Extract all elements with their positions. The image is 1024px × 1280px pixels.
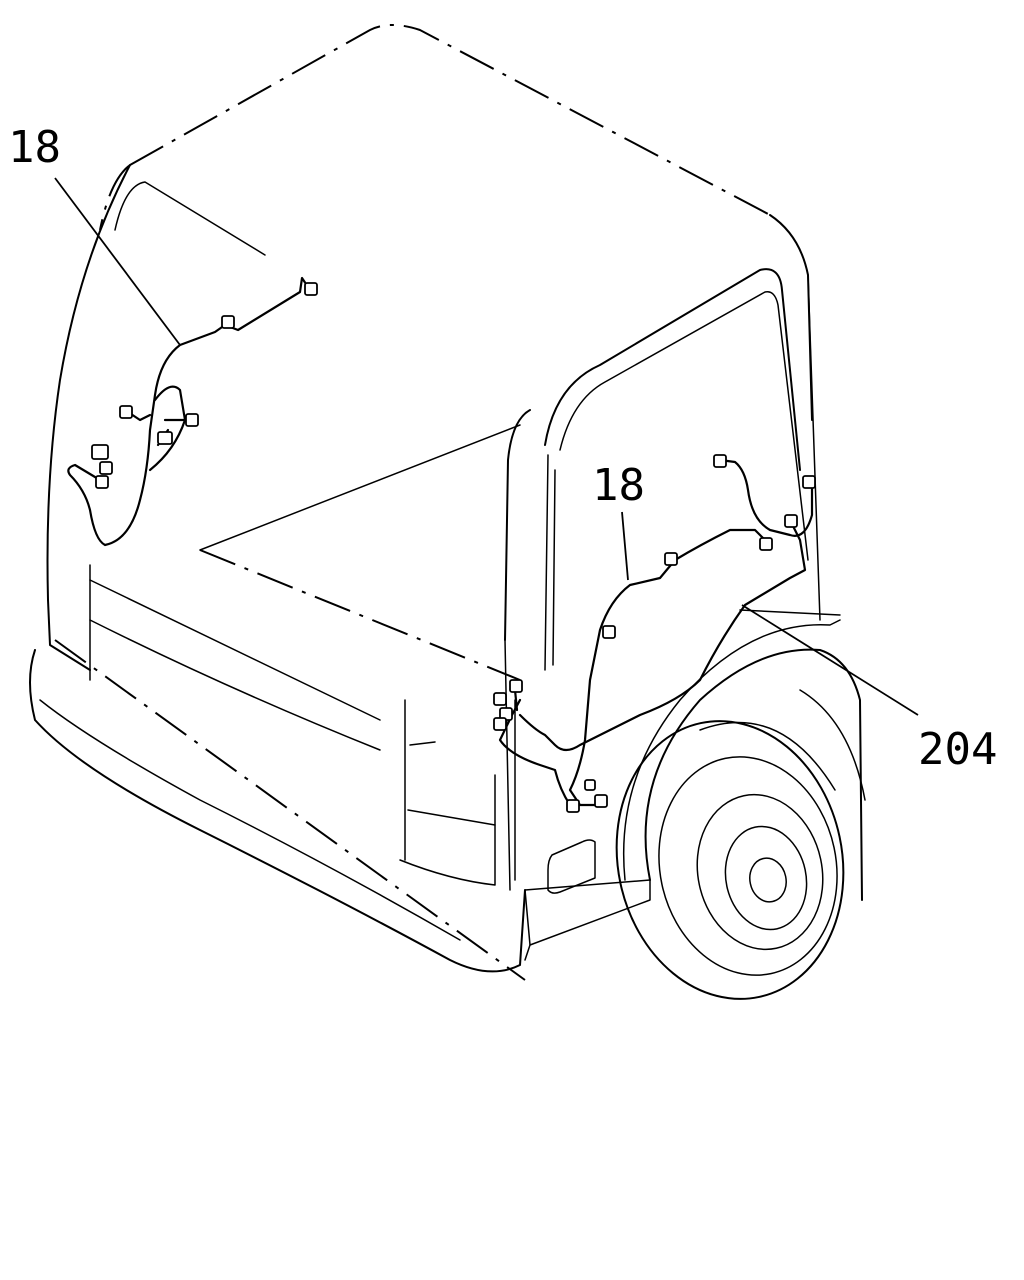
rear-wheel (615, 720, 845, 1000)
callout-label-204: 204 (918, 724, 997, 775)
connector-icon (91, 444, 109, 460)
left-wire-harness (67, 276, 318, 547)
connector-icon (185, 413, 199, 427)
connector-icon (594, 794, 608, 808)
leader-line-right-18 (621, 511, 629, 581)
connector-icon (664, 552, 678, 566)
connector-icon (509, 679, 523, 693)
connector-icon (759, 537, 773, 551)
connector-icon (119, 405, 133, 419)
right-wire-harness (493, 454, 816, 813)
connector-icon (493, 692, 507, 706)
connector-icon (602, 625, 616, 639)
connector-icon (157, 431, 173, 445)
cab-body (29, 24, 866, 981)
connector-icon (95, 475, 109, 489)
leader-line-204 (741, 604, 919, 716)
callout-label-right-18: 18 (592, 460, 645, 511)
connector-icon (784, 514, 798, 528)
connector-icon (584, 779, 596, 791)
connector-icon (713, 454, 727, 468)
connector-icon (493, 717, 507, 731)
leader-lines (54, 177, 919, 716)
connector-icon (304, 282, 318, 296)
callout-label-left-18: 18 (8, 122, 61, 173)
connector-icon (99, 461, 113, 475)
connector-icon (566, 799, 580, 813)
connector-icon (221, 315, 235, 329)
connector-icon (802, 475, 816, 489)
leader-line-left-18 (54, 177, 181, 346)
